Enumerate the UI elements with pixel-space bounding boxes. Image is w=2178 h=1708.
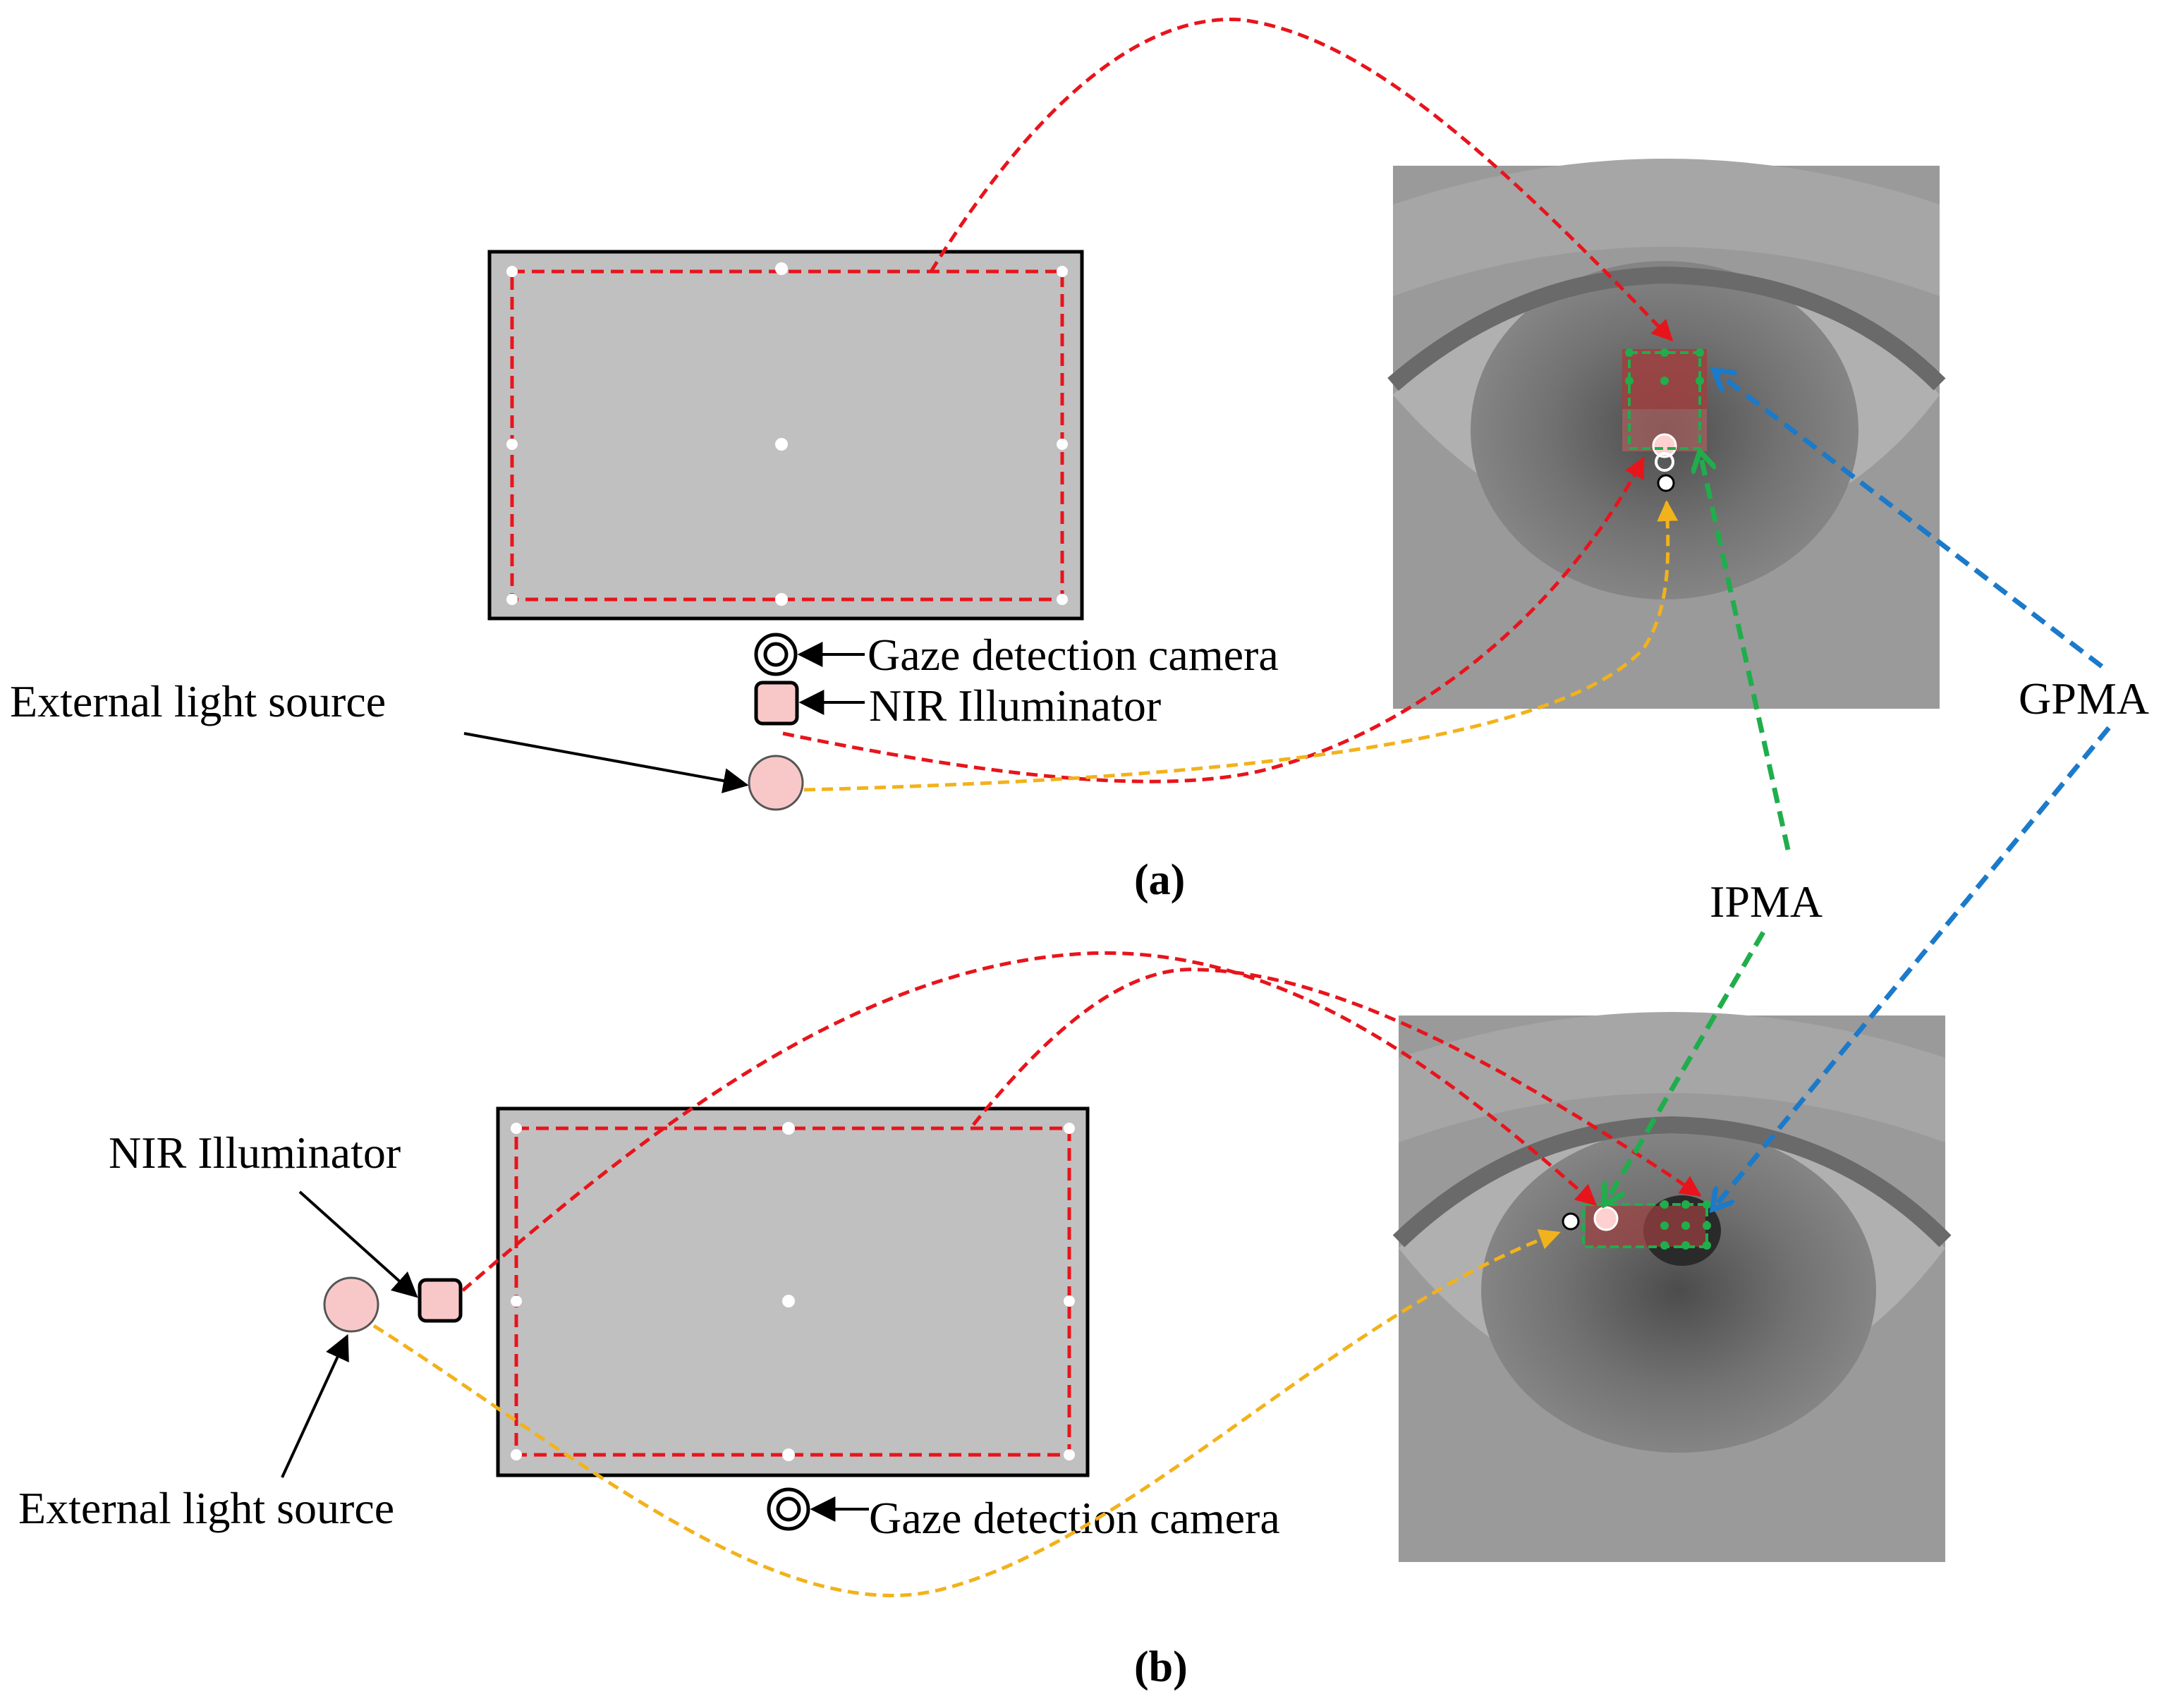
gaze-camera-icon-a (754, 633, 798, 676)
ipma-label: IPMA (1710, 877, 1823, 927)
camera-label-b: Gaze detection camera (869, 1493, 1280, 1543)
external-label-b: External light source (18, 1483, 394, 1533)
red-mapping-path-nir-b (461, 951, 1598, 1292)
eye-image-b (1392, 1012, 1952, 1562)
external-pointer-arrow-b (281, 1334, 349, 1478)
external-pointer-arrow-a (463, 732, 749, 793)
gpma-arrow-bottom (1712, 726, 2111, 1209)
calibration-points-a (506, 262, 1068, 606)
shared-annotations: GPMA IPMA (1605, 370, 2149, 1209)
yellow-mapping-path-b (372, 1229, 1561, 1597)
nir-label-a: NIR Illuminator (869, 681, 1161, 731)
caption-b: (b) (1134, 1643, 1188, 1691)
panel-b: Gaze detection camera NIR Illuminator Ex… (18, 951, 1952, 1691)
gpma-label: GPMA (2019, 673, 2149, 724)
monitor-screen-a (487, 250, 1084, 621)
nir-pointer-arrow-b (298, 1190, 418, 1298)
nir-illuminator-icon-a (754, 681, 799, 726)
red-mapping-path-top-a (929, 18, 1674, 342)
ipma-arrow-top (1700, 451, 1791, 850)
monitor-screen-b (496, 1106, 1090, 1477)
panel-a: Gaze detection camera NIR Illuminator Ex… (10, 18, 1946, 904)
camera-label-a: Gaze detection camera (868, 630, 1279, 680)
eye-image-a (1387, 159, 1946, 709)
nir-illuminator-icon-b (418, 1278, 463, 1323)
gaze-camera-icon-b (767, 1487, 810, 1531)
caption-a: (a) (1134, 856, 1185, 904)
external-label-a: External light source (10, 676, 386, 726)
ipma-arrow-bottom (1605, 931, 1766, 1204)
red-mapping-path-top-b (972, 968, 1702, 1197)
external-light-source-icon-b (323, 1276, 379, 1333)
nir-label-b: NIR Illuminator (109, 1128, 401, 1178)
calibration-points-b (511, 1122, 1075, 1461)
external-light-source-icon-a (748, 755, 804, 811)
gpma-arrow-top (1714, 370, 2104, 669)
